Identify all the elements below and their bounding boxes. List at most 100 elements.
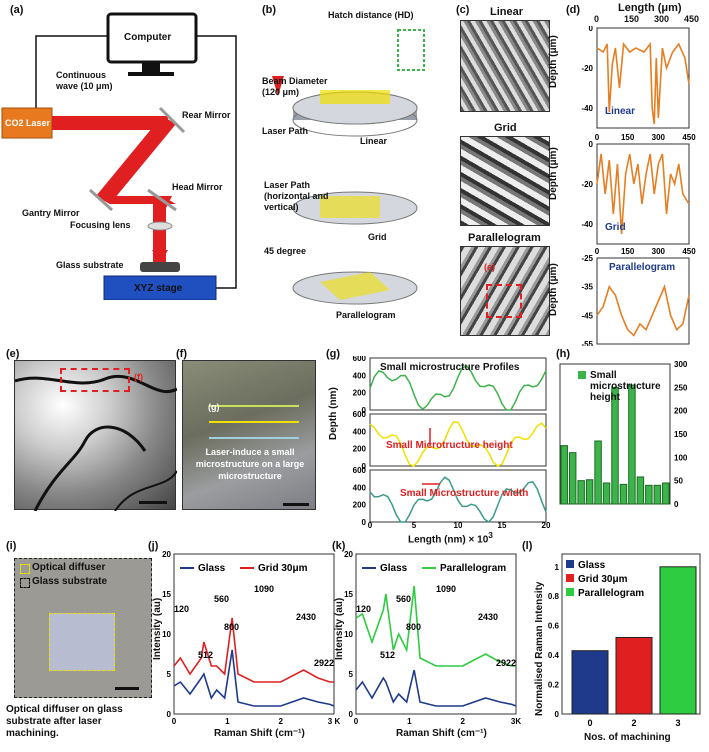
panel-label-j: (j) [148, 540, 159, 552]
raman-peak-label: 1090 [436, 584, 456, 594]
profile-line-yellow [209, 421, 299, 423]
raman-peak-label: 512 [198, 650, 213, 660]
d-ytick: -55 [581, 340, 593, 346]
head-mirror-label: Head Mirror [172, 182, 223, 192]
d-xtick-top: 300 [654, 14, 670, 24]
raman-peak-label: 560 [214, 594, 229, 604]
laser-label: CO2 Laser [5, 118, 51, 128]
scale-bar-i [115, 687, 139, 690]
f-caption: Laser-induce a small microstructure on a… [195, 447, 305, 481]
h-bar [568, 452, 577, 505]
g-xlabel: Length (nm) × 103 [408, 530, 493, 545]
h-bar [628, 384, 636, 505]
h-ytick: 300 [674, 360, 688, 369]
l-bar [659, 566, 697, 715]
raman-ytick: 5 [349, 670, 354, 679]
beam-label: Beam Diameter (120 μm) [262, 76, 328, 97]
h-bar [602, 482, 611, 505]
h-ytick: 200 [674, 407, 688, 416]
h-bar [619, 483, 628, 505]
d-axes-0 [596, 27, 690, 129]
g-ytick: 0 [362, 462, 367, 471]
g-ytick: 600 [353, 410, 367, 419]
d-xlabel: Length (μm) [618, 2, 682, 14]
f-g-label: (g) [208, 402, 220, 412]
wave-label: Continuous wave (10 μm) [56, 70, 113, 91]
d-xtick-mid: 450 [682, 133, 696, 142]
degree-label: 45 degree [264, 246, 307, 256]
raman-peak-label: 512 [380, 650, 395, 660]
raman-peak-label: 1090 [254, 584, 274, 594]
glass-label: Glass substrate [56, 260, 124, 270]
panel-label-c: (c) [456, 4, 470, 16]
g-ytick: 400 [353, 427, 367, 436]
raman-legend-1: Glass [380, 563, 408, 574]
d-series-label: Linear [605, 106, 635, 117]
h-legend: Small microstructure height [578, 370, 690, 403]
d-series-grid [596, 153, 690, 235]
raman-legend-2: Grid 30μm [258, 563, 308, 574]
d-xtick-low: 300 [652, 247, 666, 256]
d-ytick: -25 [581, 254, 593, 263]
raman-series-sample [173, 617, 334, 683]
panel-label-g: (g) [326, 348, 341, 360]
raman-peak-label: 2430 [296, 612, 316, 622]
legend-diffuser-swatch [20, 564, 30, 574]
d-series-label: Grid [605, 222, 626, 233]
scan-patterns-diagram [272, 29, 425, 305]
raman-xtick: 1 [225, 717, 230, 726]
h-bar [560, 445, 568, 505]
h-ytick: 250 [674, 383, 688, 392]
raman-legend-2: Parallelogram [440, 563, 506, 574]
l-bar [571, 650, 609, 715]
raman-peak-label: 2922 [314, 658, 334, 668]
h-ytick: 150 [674, 430, 688, 439]
crack-lines [14, 375, 178, 512]
c-linear-title: Linear [490, 6, 524, 18]
g-exp: 3 [488, 530, 493, 540]
g-mult: × 10 [468, 534, 489, 546]
g-ytick: 200 [353, 445, 367, 454]
h-ytick: 50 [674, 477, 683, 486]
h-bar [645, 484, 653, 505]
d-xtick-low: 0 [595, 247, 600, 256]
d-ytick: -20 [581, 180, 593, 189]
h-bar [653, 484, 662, 505]
g-xtick: 5 [412, 521, 417, 528]
g-width-label: Small Microstructure width [400, 488, 529, 499]
l-xlabel: Nos. of machining [584, 732, 671, 743]
raman-ytick: 0 [167, 710, 172, 719]
g-profile-1 [369, 420, 547, 467]
g-ytick: 400 [353, 483, 367, 492]
raman-xtick: 2 [460, 717, 465, 726]
d-ytick: -20 [581, 64, 593, 73]
l-ytick: 0.2 [548, 681, 560, 690]
h-bar [662, 482, 670, 505]
hatch-label: Hatch distance (HD) [328, 10, 414, 20]
g-title: Small microstructure Profiles [380, 362, 520, 373]
l-ytick: 0.6 [548, 622, 560, 631]
g-xtick: 15 [498, 521, 507, 528]
rear-mirror-label: Rear Mirror [182, 110, 231, 120]
g-ytick: 0 [362, 518, 367, 527]
raman-ytick: 0 [349, 710, 354, 719]
d-xtick-low: 150 [621, 247, 635, 256]
linear-micrograph [460, 20, 550, 112]
l-ytick: 1 [555, 563, 560, 572]
g-xtick: 10 [454, 521, 463, 528]
zoom-region-f [60, 368, 130, 392]
zoom-micrograph-f [182, 360, 316, 510]
c-parallelogram-title: Parallelogram [468, 232, 541, 244]
raman-peak-label: 120 [356, 604, 371, 614]
l-legend-label: Grid 30μm [578, 574, 628, 585]
linear-label: Linear [360, 136, 388, 146]
d-ylabel-3: Depth (μm) [548, 263, 559, 316]
parallelogram-micrograph [460, 246, 550, 336]
h-bar [611, 386, 619, 505]
g-xlabel-text: Length (nm) [408, 534, 466, 546]
parallelogram-label: Parallelogram [336, 310, 396, 320]
